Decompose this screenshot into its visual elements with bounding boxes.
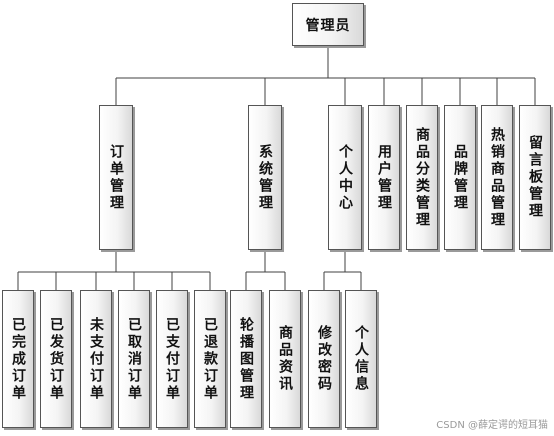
node-brand-management: 品牌管理 (444, 105, 476, 250)
node-paid-orders: 已支付订单 (156, 290, 188, 428)
node-message-board-management: 留言板管理 (519, 105, 551, 250)
node-personal-center: 个人中心 (328, 105, 362, 250)
node-hot-products-management: 热销商品管理 (481, 105, 513, 250)
node-system-management: 系统管理 (248, 105, 282, 250)
node-unpaid-orders: 未支付订单 (80, 290, 112, 428)
node-completed-orders: 已完成订单 (2, 290, 34, 428)
node-admin: 管理员 (292, 3, 364, 46)
node-refunded-orders: 已退款订单 (194, 290, 226, 428)
node-personal-info: 个人信息 (345, 290, 377, 428)
node-order-management: 订单管理 (99, 105, 133, 250)
node-shipped-orders: 已发货订单 (40, 290, 72, 428)
watermark: CSDN @薛定谔的短耳猫 (436, 420, 548, 431)
node-carousel-management: 轮播图管理 (230, 290, 262, 428)
node-user-management: 用户管理 (368, 105, 400, 250)
node-change-password: 修改密码 (308, 290, 340, 428)
node-cancelled-orders: 已取消订单 (118, 290, 150, 428)
node-category-management: 商品分类管理 (406, 105, 438, 250)
node-product-news: 商品资讯 (269, 290, 301, 428)
